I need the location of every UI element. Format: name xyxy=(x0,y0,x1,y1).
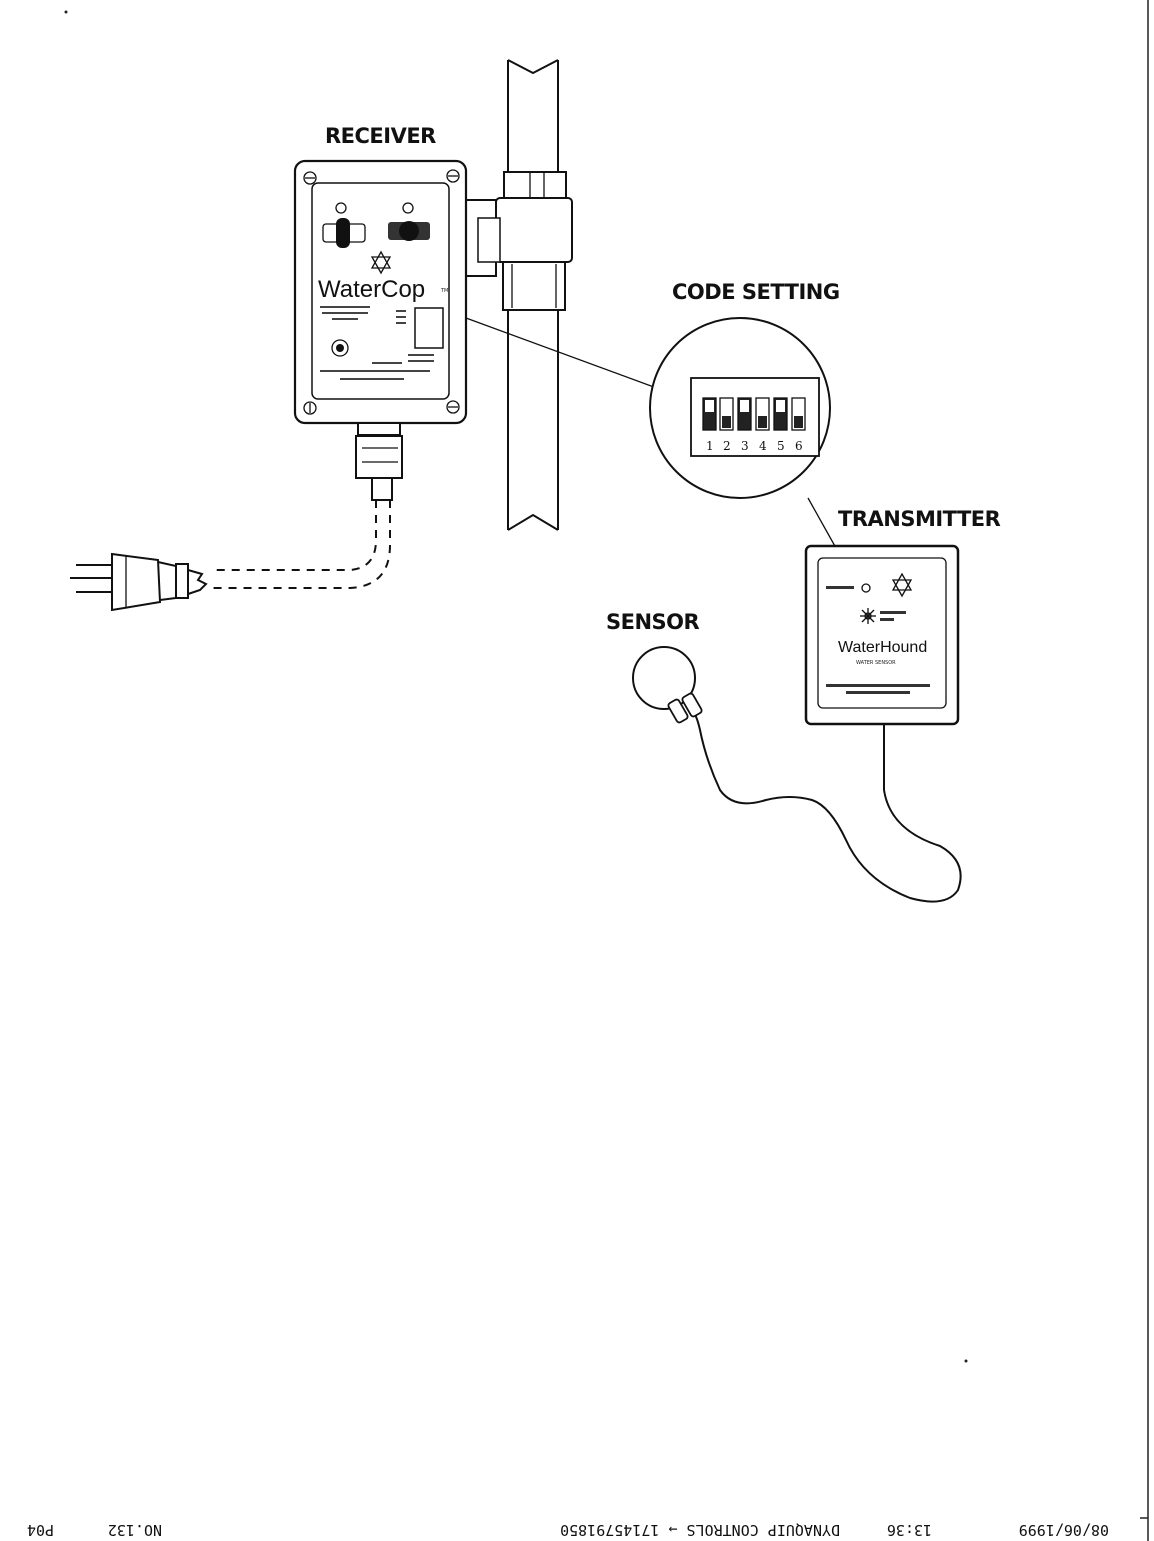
dip-switch-knob-2 xyxy=(722,416,731,428)
dip-number-5: 5 xyxy=(777,439,785,453)
dip-number-1: 1 xyxy=(706,439,714,453)
transmitter-subtitle: WATER SENSOR xyxy=(856,660,896,666)
fax-header: 08/06/1999 13:36 DYNAQUIP CONTROLS → 171… xyxy=(27,1521,1109,1539)
dip-switch-bank xyxy=(702,397,806,431)
fax-number: NO.132 xyxy=(108,1521,162,1539)
code-setting-label: CODE SETTING xyxy=(672,280,840,304)
dip-number-3: 3 xyxy=(741,439,749,453)
ul-logo-icon xyxy=(331,339,349,357)
star-of-david-icon xyxy=(370,250,392,275)
valve xyxy=(461,171,573,311)
callout-line xyxy=(465,317,663,391)
sensor-cable xyxy=(689,707,962,903)
power-cord xyxy=(210,422,403,589)
receiver-brand: WaterCop xyxy=(318,276,425,303)
dip-switch-knob-5 xyxy=(776,400,785,412)
callout-line-transmitter xyxy=(807,497,837,549)
fax-page: P04 xyxy=(27,1521,54,1539)
screw-icon xyxy=(303,169,460,415)
dip-number-2: 2 xyxy=(723,439,731,453)
dip-number-4: 4 xyxy=(759,439,767,453)
valve-switches xyxy=(322,218,430,248)
sensor xyxy=(632,646,703,724)
receiver-box: WaterCop TM xyxy=(293,159,468,425)
transmitter-box: WaterHound WATER SENSOR xyxy=(689,544,962,903)
scan-edge-marks xyxy=(64,0,1149,1541)
transmitter-brand: WaterHound xyxy=(838,639,927,656)
sensor-label: SENSOR xyxy=(606,610,700,634)
code-setting-magnifier: 1 2 3 4 5 6 xyxy=(649,317,831,499)
dip-number-6: 6 xyxy=(795,439,803,453)
dip-switch-knob-6 xyxy=(794,416,803,428)
code-window xyxy=(414,307,444,349)
dip-switch-knob-4 xyxy=(758,416,767,428)
indicator-lights xyxy=(335,202,414,214)
dip-switch-numbers: 1 2 3 4 5 6 xyxy=(706,439,803,453)
fax-date: 08/06/1999 xyxy=(1019,1521,1109,1539)
transmitter-label: TRANSMITTER xyxy=(838,507,1001,531)
plug xyxy=(70,552,208,612)
fax-time: 13:36 xyxy=(887,1521,932,1539)
dip-switch-knob-1 xyxy=(705,400,714,412)
fax-from-to: DYNAQUIP CONTROLS → 17145791850 xyxy=(560,1521,840,1539)
trademark-mark: TM xyxy=(440,288,448,294)
dip-switch-knob-3 xyxy=(740,400,749,412)
receiver-fine-print xyxy=(320,306,434,380)
receiver-label: RECEIVER xyxy=(325,124,436,148)
star-of-david-icon xyxy=(891,572,913,598)
sun-icon xyxy=(860,608,876,624)
transmitter-led-icon xyxy=(861,583,871,593)
